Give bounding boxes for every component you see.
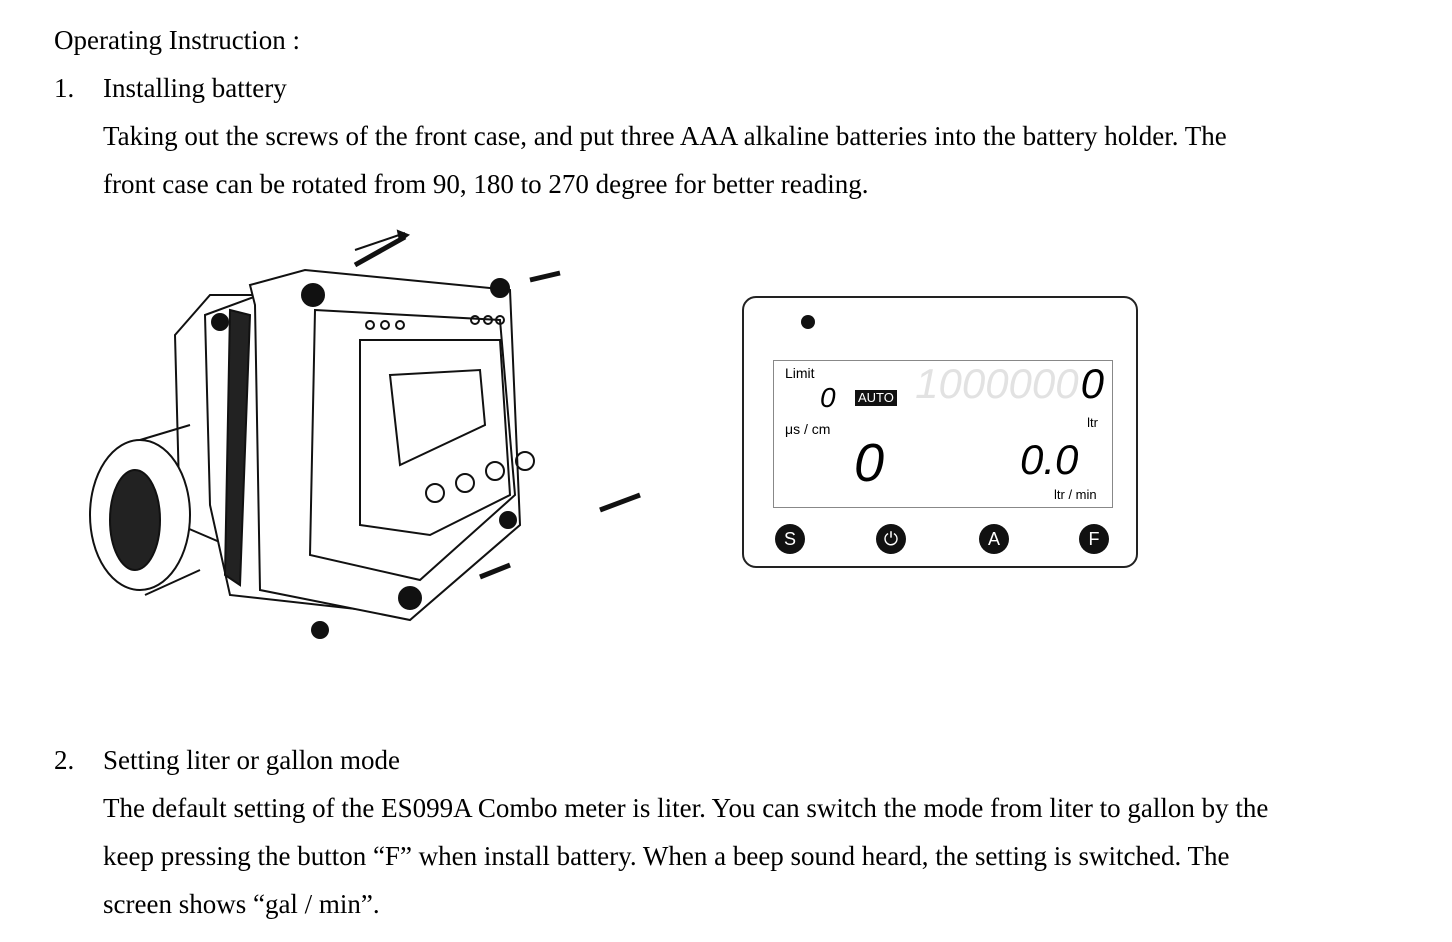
page-title: Operating Instruction : [54,25,300,55]
indicator-dot [801,315,815,329]
section-2-number: 2. [54,745,75,775]
section-1-heading: Installing battery [103,73,287,103]
power-button: ⏻ [876,524,906,554]
total-value: 0 [1080,360,1104,407]
meter-illustration [89,229,641,639]
paragraph-line: screen shows “gal / min”. [103,889,380,919]
total-counter: 1000000 0 [915,361,1104,407]
conductivity-value: 0 [854,433,885,493]
paragraph-line: Taking out the screws of the front case,… [103,121,1227,151]
flow-rate-value: 0.0 [1020,436,1079,483]
section-1-number: 1. [54,73,75,103]
paragraph-line: The default setting of the ES099A Combo … [103,793,1269,823]
lcd-display-diagram: Limit 0 AUTO 1000000 0 μs / cm ltr 0 0.0… [742,296,1138,568]
paragraph-line: keep pressing the button “F” when instal… [103,841,1230,871]
limit-label: Limit [785,365,815,381]
total-unit: ltr [1087,415,1098,430]
total-ghost-digits: 1000000 [915,360,1079,407]
limit-value: 0 [820,382,836,413]
paragraph-line: front case can be rotated from 90, 180 t… [103,169,869,199]
a-button: A [979,524,1009,554]
auto-badge: AUTO [855,390,897,406]
s-button: S [775,524,805,554]
lcd-screen: Limit 0 AUTO 1000000 0 μs / cm ltr 0 0.0… [773,360,1113,508]
flow-rate-unit: ltr / min [1054,487,1097,502]
conductivity-unit: μs / cm [785,421,831,437]
section-2-heading: Setting liter or gallon mode [103,745,400,775]
f-button: F [1079,524,1109,554]
